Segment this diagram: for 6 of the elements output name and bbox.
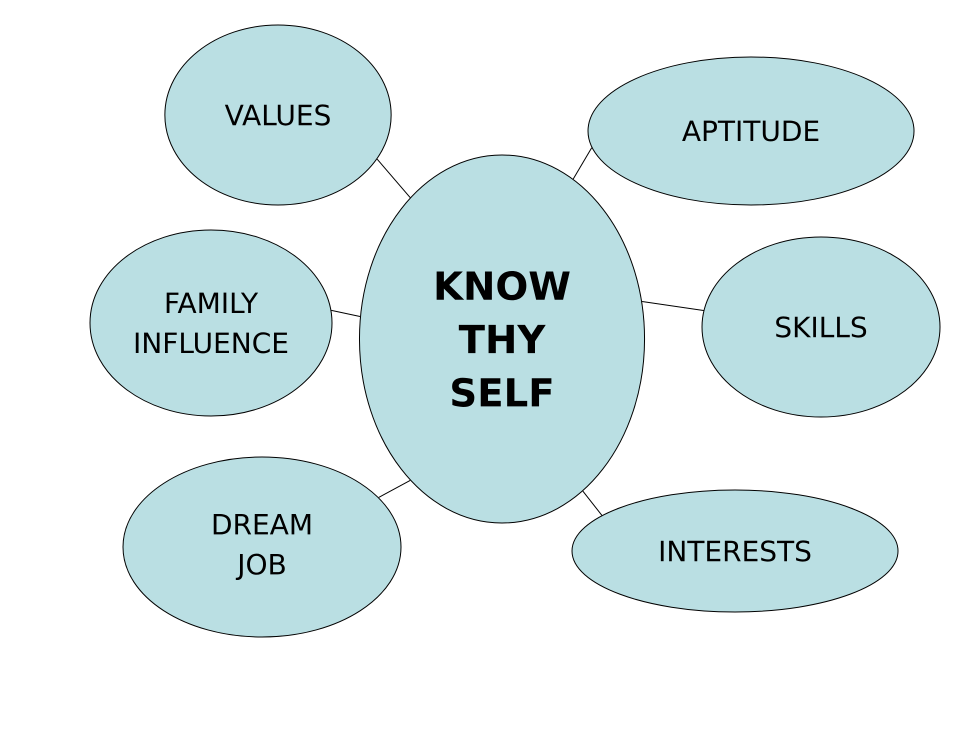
connector-line [376,158,411,198]
connector-line [378,480,411,498]
connector-line [330,310,361,318]
connector-line [572,147,592,180]
connector-line [582,490,602,516]
connector-line [642,300,704,311]
